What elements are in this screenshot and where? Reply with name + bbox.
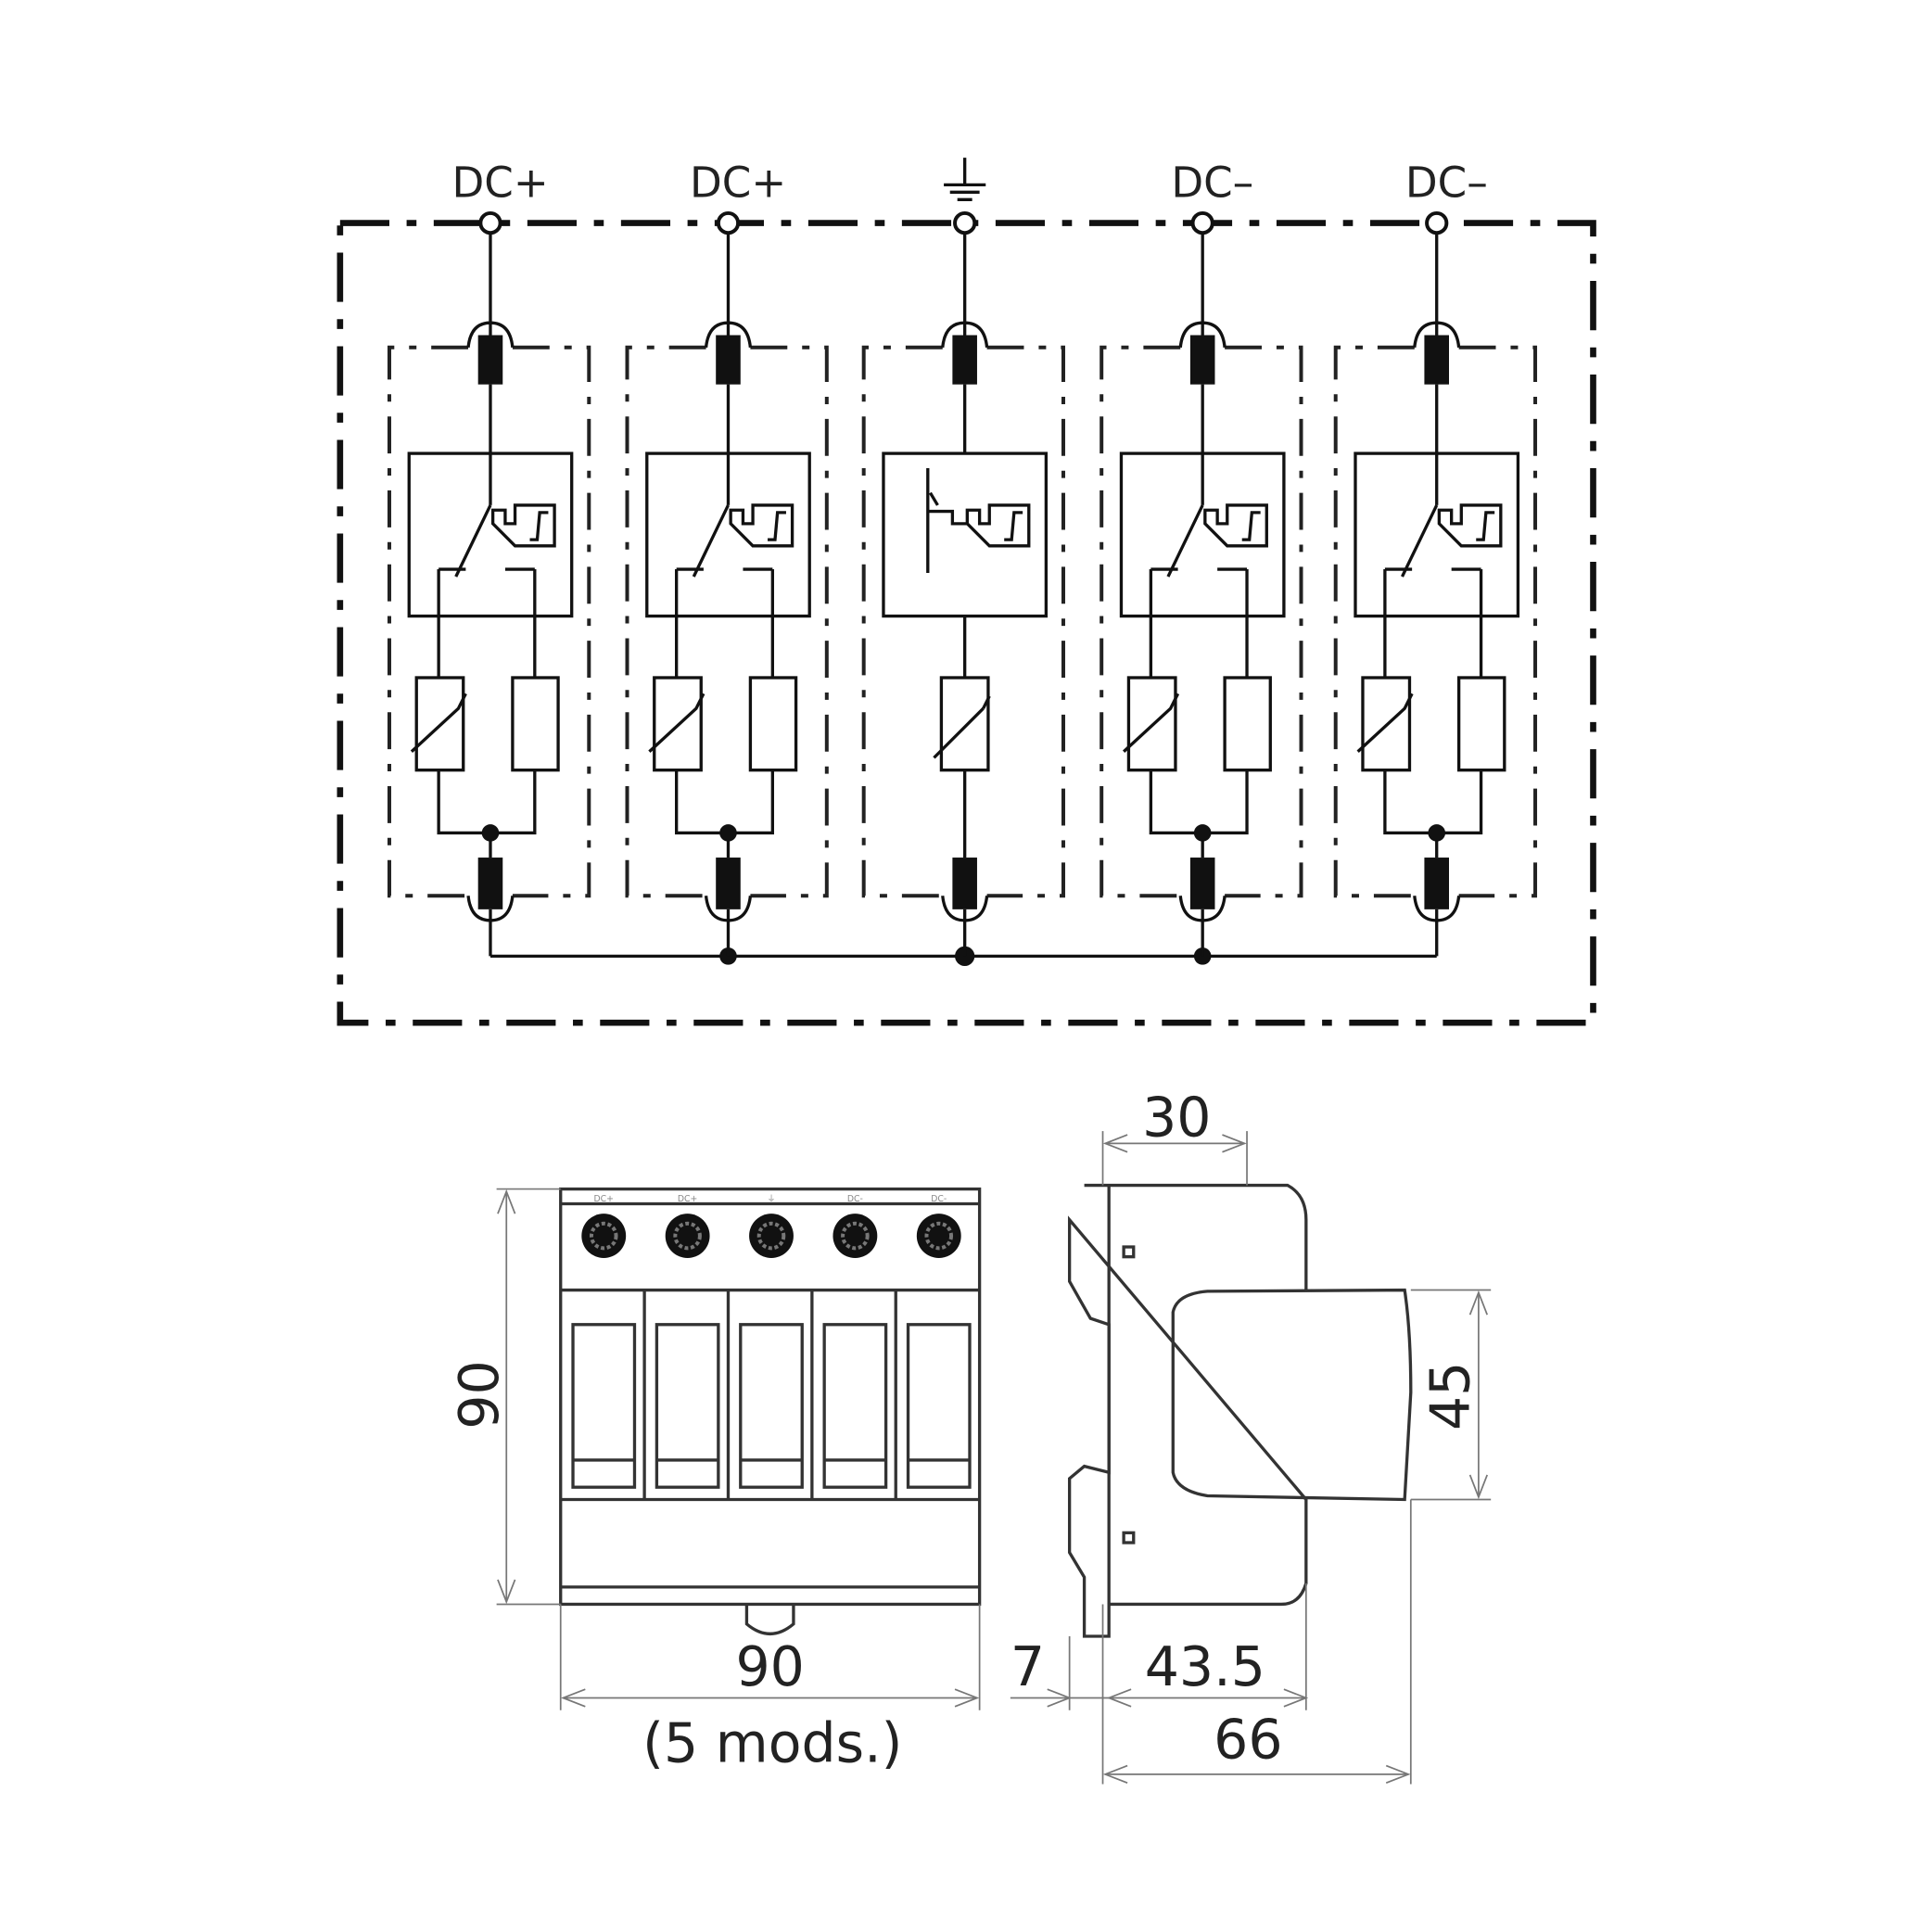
terminal-icon xyxy=(953,210,977,235)
thermal-indicator-icon xyxy=(490,503,556,548)
module-window xyxy=(571,1323,637,1489)
terminal-screw-icon xyxy=(833,1214,878,1258)
front-module: DC+ xyxy=(642,1194,720,1500)
fuse-icon xyxy=(952,858,977,909)
spark-gap-icon xyxy=(1456,676,1506,772)
module-label: DC+ xyxy=(678,1194,697,1204)
thermal-indicator-icon xyxy=(1437,503,1503,548)
thermal-indicator-icon xyxy=(729,503,794,548)
thermal-indicator-icon xyxy=(1203,503,1268,548)
dim-width: 90 xyxy=(735,1635,804,1698)
spark-gap-icon xyxy=(1223,676,1272,772)
terminal-label: DC– xyxy=(1171,159,1253,208)
terminal-screw-icon xyxy=(916,1214,961,1258)
dim-width-note: (5 mods.) xyxy=(642,1712,902,1775)
terminal-label: DC– xyxy=(1405,159,1488,208)
module-protection xyxy=(1099,210,1303,957)
switch-icon xyxy=(676,504,773,578)
varistor-icon xyxy=(939,676,990,772)
module-label: ⏚ xyxy=(767,1194,775,1204)
module-window xyxy=(906,1323,972,1489)
ground-icon xyxy=(944,158,986,201)
terminal-icon xyxy=(1190,210,1214,235)
module-label: DC+ xyxy=(594,1194,614,1204)
circuit-schematic: DC+ DC+ DC– DC– xyxy=(337,158,1596,1026)
module-earth xyxy=(861,210,1065,957)
thermal-indicator-icon xyxy=(965,503,1031,548)
varistor-icon xyxy=(414,676,465,772)
front-module: DC- xyxy=(810,1194,888,1500)
module-window xyxy=(739,1323,804,1489)
module-label: DC- xyxy=(931,1194,947,1204)
module-label: DC- xyxy=(847,1194,863,1204)
junction-dot xyxy=(1428,824,1446,842)
varistor-icon xyxy=(1126,676,1177,772)
fuse-icon xyxy=(477,858,503,909)
fuse-icon xyxy=(1189,335,1215,385)
terminal-screw-icon xyxy=(665,1214,710,1258)
varistor-icon xyxy=(1361,676,1412,772)
din-clip xyxy=(744,1604,795,1636)
terminal-icon xyxy=(478,210,502,235)
dim-total-depth: 66 xyxy=(1214,1709,1282,1772)
fuse-icon xyxy=(716,335,741,385)
junction-dot xyxy=(1193,824,1212,842)
fuse-icon xyxy=(1424,858,1449,909)
module-protection xyxy=(1333,210,1538,957)
disconnector-box xyxy=(882,451,1049,618)
terminal-icon xyxy=(1425,210,1449,235)
dim-cover-height: 45 xyxy=(1418,1362,1481,1430)
dim-height: 90 xyxy=(448,1360,511,1429)
varistor-icon xyxy=(653,676,703,772)
dim-depth-rail: 43.5 xyxy=(1145,1635,1265,1698)
module-protection xyxy=(387,210,591,957)
fuse-icon xyxy=(952,335,977,385)
fuse-icon xyxy=(477,335,503,385)
module-window xyxy=(822,1323,888,1489)
dim-rail-offset: 7 xyxy=(1010,1635,1045,1698)
dim-side-top: 30 xyxy=(1142,1086,1211,1149)
switch-icon xyxy=(439,504,535,578)
fuse-icon xyxy=(1189,858,1215,909)
terminal-icon xyxy=(716,210,741,235)
fuse-icon xyxy=(1424,335,1449,385)
front-module: ⏚ xyxy=(726,1194,804,1500)
fuse-icon xyxy=(716,858,741,909)
dimension-lines: 90 90 (5 mods.) 7 43.5 66 30 45 xyxy=(448,1086,1492,1785)
front-view: DC+ DC+ ⏚ DC- DC- xyxy=(559,1187,982,1636)
junction-dot xyxy=(481,824,500,842)
terminal-screw-icon xyxy=(581,1214,627,1258)
front-module: DC- xyxy=(894,1194,972,1500)
switch-icon xyxy=(1150,504,1248,578)
spark-gap-icon xyxy=(748,676,798,772)
terminal-label: DC+ xyxy=(452,159,549,208)
terminal-label: DC+ xyxy=(690,159,786,208)
module-protection xyxy=(625,210,829,957)
junction-dot xyxy=(719,824,737,842)
front-module: DC+ xyxy=(571,1194,637,1489)
side-view xyxy=(1067,1183,1413,1638)
module-window xyxy=(655,1323,720,1489)
spark-gap-icon xyxy=(511,676,560,772)
switch-icon xyxy=(1384,504,1481,578)
front-cover xyxy=(1171,1288,1413,1502)
terminal-screw-icon xyxy=(749,1214,794,1258)
